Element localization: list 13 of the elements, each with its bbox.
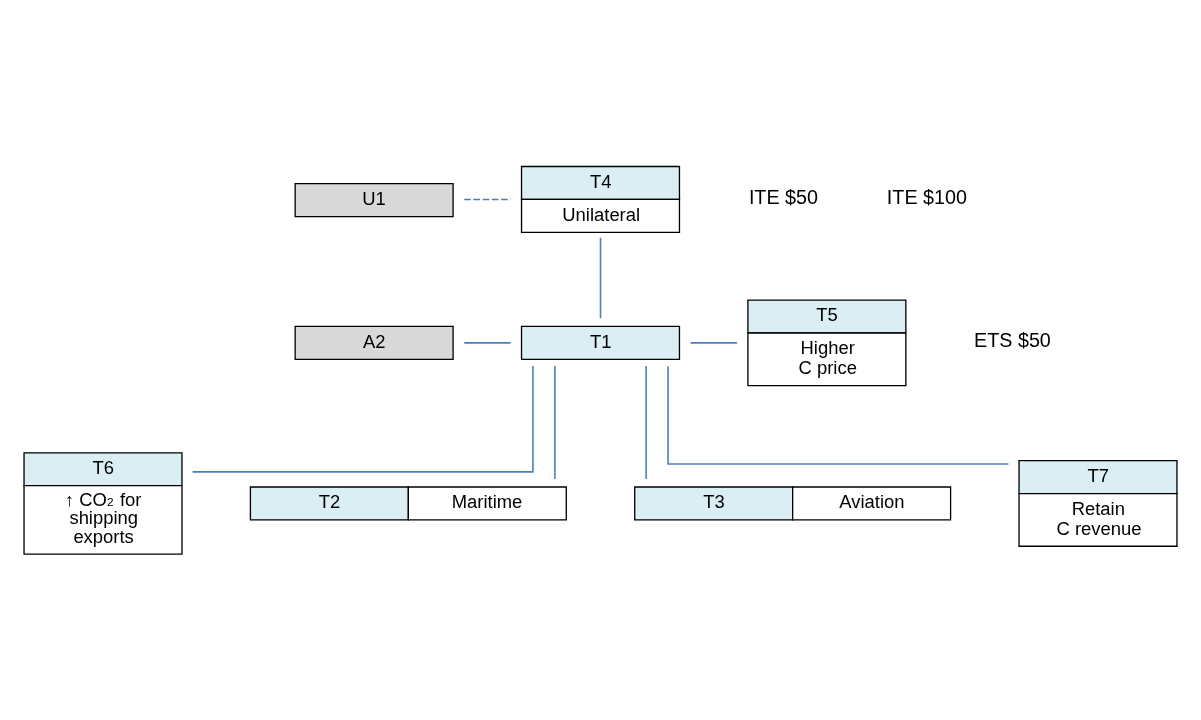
label: ITE $100	[886, 186, 967, 209]
connector	[463, 198, 512, 201]
connector	[191, 365, 534, 473]
connector	[667, 365, 1010, 465]
connector	[554, 365, 556, 480]
connector	[463, 342, 512, 344]
node-label: Aviation	[839, 491, 905, 513]
node-text: T3	[703, 491, 725, 513]
label: ETS $50	[974, 328, 1051, 351]
label: ITE $50	[748, 186, 818, 209]
connector	[645, 365, 647, 480]
connector	[599, 236, 602, 319]
connector	[689, 342, 738, 344]
